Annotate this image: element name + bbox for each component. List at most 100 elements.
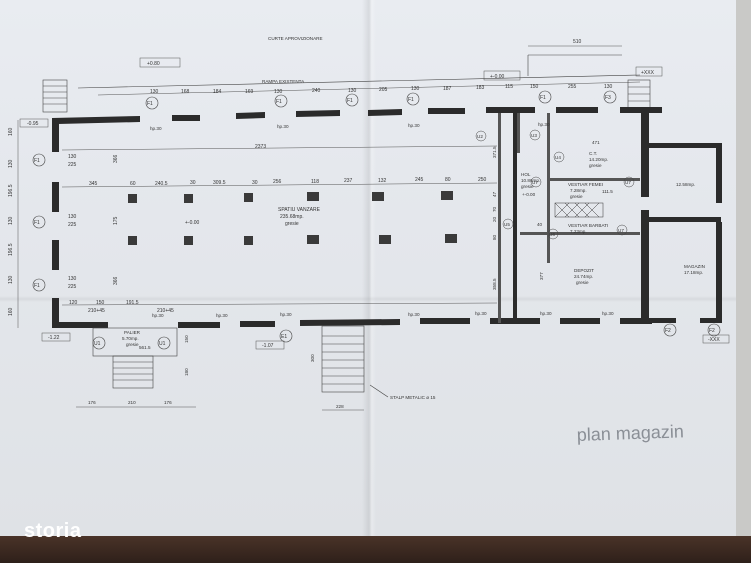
svg-text:180: 180: [184, 368, 189, 376]
columns: [128, 191, 457, 245]
stairs-top-left: [42, 79, 68, 113]
svg-text:371.5: 371.5: [492, 146, 497, 158]
dims-bottom-row: 120 150 191.5 210+45 210+45: [61, 300, 498, 314]
svg-text:F1: F1: [147, 101, 153, 107]
svg-text:150: 150: [96, 300, 105, 306]
room-hol-name: HOL: [521, 172, 531, 177]
svg-text:130: 130: [68, 214, 77, 220]
svg-text:hp.30: hp.30: [150, 126, 162, 131]
svg-text:256: 256: [273, 179, 282, 185]
window-labels-bottom: E1 F2 F2 U1 U1: [92, 323, 721, 350]
svg-text:F1: F1: [34, 220, 40, 226]
svg-text:hp.30: hp.30: [152, 313, 164, 318]
svg-text:F1: F1: [540, 95, 546, 101]
svg-text:169: 169: [245, 89, 254, 95]
svg-text:150: 150: [530, 84, 539, 90]
dim-line-2373: [61, 145, 498, 151]
svg-text:70: 70: [492, 206, 497, 212]
svg-text:130: 130: [8, 159, 14, 168]
svg-text:U4: U4: [555, 155, 561, 160]
level-box-left: [19, 118, 49, 128]
svg-text:250: 250: [478, 177, 487, 183]
svg-text:U7: U7: [625, 180, 631, 185]
level-left: -0.95: [27, 121, 39, 127]
level-inside: +-0.00: [185, 220, 200, 226]
svg-text:U6: U6: [549, 232, 555, 237]
stairs-center: 300 228: [310, 325, 365, 411]
svg-text:hp.30: hp.30: [538, 122, 550, 127]
room-ct-area: 14.20mp.: [589, 157, 608, 162]
svg-text:168: 168: [181, 89, 190, 95]
svg-text:F2: F2: [709, 328, 715, 334]
plan-paper: [0, 0, 751, 540]
window-labels-left: F1 F1 F1: [32, 153, 46, 292]
svg-text:U5: U5: [504, 222, 510, 227]
room-depozit-area: 24.74mp.: [574, 274, 593, 279]
room-sales-floor: gresie: [285, 221, 299, 227]
svg-text:225: 225: [68, 284, 77, 290]
svg-text:U2: U2: [477, 134, 483, 139]
level-bottom-left: -1.22: [48, 335, 60, 341]
svg-text:160: 160: [8, 307, 14, 316]
svg-text:hp.30: hp.30: [408, 312, 420, 317]
svg-text:130: 130: [68, 276, 77, 282]
plan-title: plan magazin: [576, 421, 684, 445]
svg-text:PALIER: PALIER: [124, 330, 141, 335]
room-vestiar-b-name: VESTIAR BARBATI: [568, 223, 608, 228]
svg-text:176: 176: [164, 400, 172, 405]
svg-text:366: 366: [113, 154, 119, 163]
svg-text:196.5: 196.5: [8, 243, 14, 256]
column-note: STALP METALIC ø 15: [390, 395, 436, 400]
svg-text:345: 345: [89, 181, 98, 187]
paper-fold-horizontal: [0, 296, 751, 302]
svg-text:130: 130: [8, 216, 14, 225]
svg-text:205: 205: [379, 87, 388, 93]
top-note: CURTE APROVIZIONARE: [268, 36, 323, 41]
stairs-bottom-left: [112, 355, 154, 389]
svg-text:120: 120: [69, 300, 78, 306]
walls: [52, 107, 722, 328]
level-top: +0.80: [147, 61, 160, 67]
svg-text:191.5: 191.5: [126, 300, 139, 306]
svg-text:80: 80: [445, 177, 451, 183]
svg-text:132: 132: [378, 178, 387, 184]
svg-text:U1: U1: [94, 341, 101, 347]
svg-text:U7: U7: [532, 180, 538, 185]
right-background: [736, 0, 751, 540]
svg-text:20: 20: [492, 216, 497, 222]
svg-text:118: 118: [311, 179, 319, 185]
svg-text:300: 300: [310, 354, 315, 362]
room-vestiar-f-floor: gresie: [570, 194, 583, 199]
svg-text:hp.30: hp.30: [475, 311, 487, 316]
svg-text:60: 60: [130, 181, 136, 187]
svg-text:47: 47: [492, 191, 497, 197]
level-box-ramp: [483, 70, 521, 81]
svg-text:237: 237: [344, 178, 353, 184]
svg-text:5.70mp.: 5.70mp.: [122, 336, 139, 341]
room-12-area: 12.58mp.: [676, 182, 695, 187]
svg-text:E1: E1: [281, 334, 287, 340]
paper-fold: [362, 0, 376, 540]
svg-text:130: 130: [150, 89, 159, 95]
dims-top-row: 130 168 184 169 130 240 130 205 130 187 …: [150, 84, 613, 95]
svg-text:240: 240: [312, 88, 321, 94]
svg-text:gresie: gresie: [126, 342, 139, 347]
svg-text:hp.30: hp.30: [280, 312, 292, 317]
svg-text:hp.30: hp.30: [540, 311, 552, 316]
room-ct-floor: gresie: [589, 163, 602, 168]
svg-text:hp.30: hp.30: [602, 311, 614, 316]
room-magazin-name: MAGAZIN: [684, 264, 705, 269]
level-box-bottom-left: [41, 332, 71, 342]
level-hol: +-0.00: [522, 192, 536, 197]
window-labels-top: F1 F1 F1 F1 F1 F3: [145, 90, 617, 110]
svg-text:309.5: 309.5: [213, 180, 226, 186]
level-box-right: [635, 66, 663, 77]
svg-text:225: 225: [68, 162, 77, 168]
hp-labels: hp.30 hp.30 hp.30 hp.30 hp.30 hp.30 hp.3…: [150, 122, 614, 318]
dim-row-top-line: [97, 81, 641, 96]
stairs-top-right: [627, 79, 651, 109]
svg-text:F1: F1: [408, 97, 414, 103]
svg-text:U3: U3: [531, 133, 537, 138]
level-bottom-mid: -1.07: [262, 343, 274, 349]
